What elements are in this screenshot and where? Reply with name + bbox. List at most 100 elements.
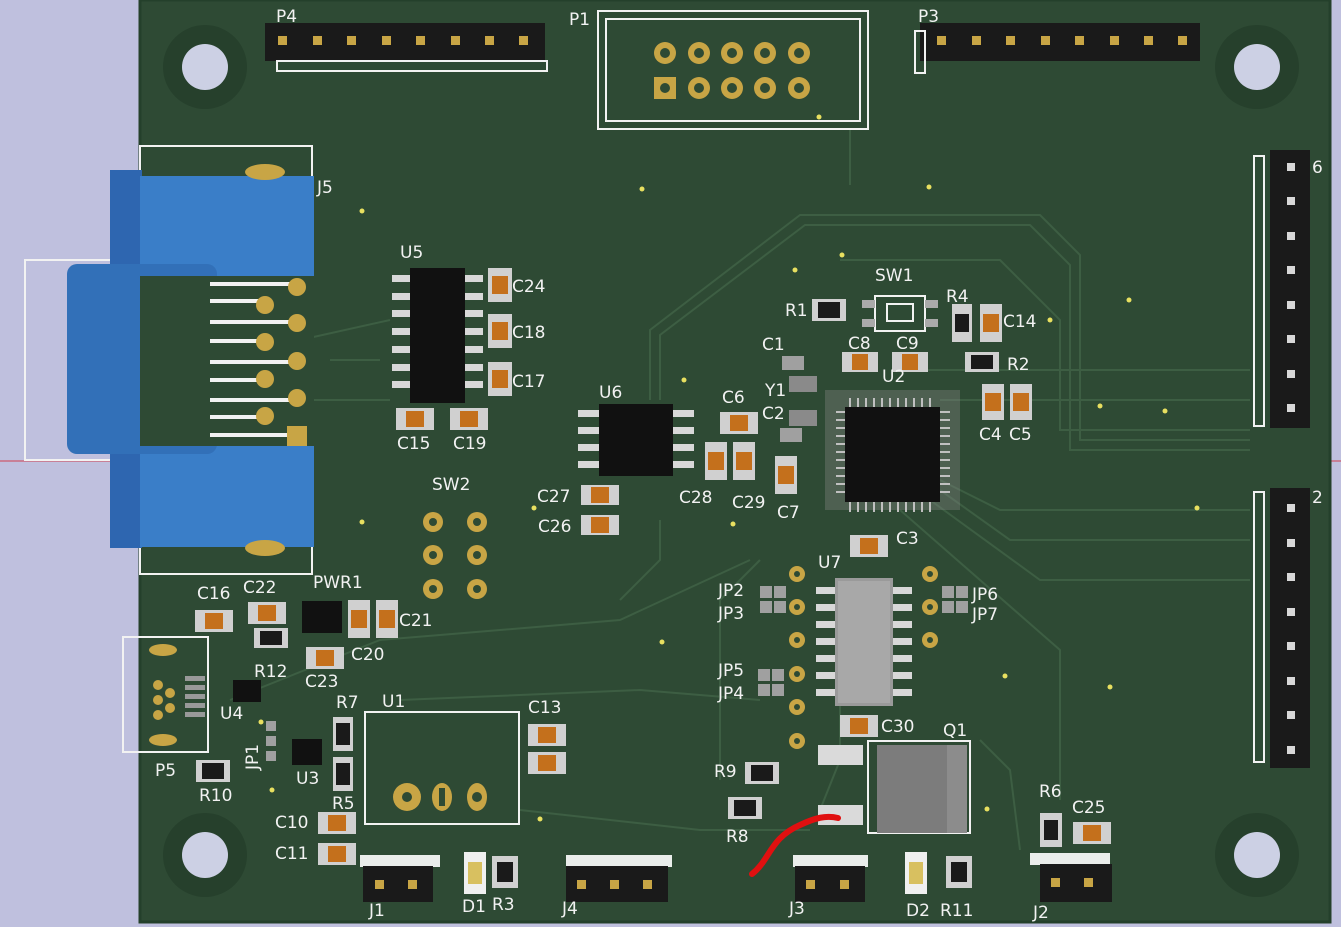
header-j2[interactable] bbox=[1030, 853, 1112, 902]
label-c20: C20 bbox=[351, 645, 385, 665]
label-c15: C15 bbox=[397, 434, 431, 454]
capacitors[interactable] bbox=[195, 268, 1111, 865]
label-jp4: JP4 bbox=[717, 684, 744, 704]
label-r6: R6 bbox=[1039, 782, 1062, 802]
label-c16: C16 bbox=[197, 584, 231, 604]
label-u4: U4 bbox=[220, 704, 243, 724]
label-y1: Y1 bbox=[764, 381, 786, 401]
label-r9: R9 bbox=[714, 762, 737, 782]
label-c28: C28 bbox=[679, 488, 713, 508]
connector-p1[interactable] bbox=[597, 10, 869, 130]
label-c4: C4 bbox=[979, 425, 1002, 445]
vias bbox=[258, 114, 1200, 822]
header-j3[interactable] bbox=[793, 855, 868, 902]
ic-u3[interactable] bbox=[292, 739, 322, 765]
label-u3: U3 bbox=[296, 769, 319, 789]
header-j4[interactable] bbox=[566, 855, 672, 902]
label-sw2: SW2 bbox=[432, 475, 470, 495]
label-c6: C6 bbox=[722, 388, 745, 408]
label-c21: C21 bbox=[399, 611, 433, 631]
label-c26: C26 bbox=[538, 517, 572, 537]
header-p6[interactable] bbox=[1253, 150, 1310, 428]
label-q1: Q1 bbox=[943, 721, 967, 741]
label-u1: U1 bbox=[382, 692, 405, 712]
led-d2[interactable] bbox=[905, 852, 927, 894]
label-c29: C29 bbox=[732, 493, 766, 513]
silkscreen-labels: P4 P1 P3 J5 U5 C24 C18 C17 C15 C19 U6 C6… bbox=[155, 7, 1323, 923]
label-r10: R10 bbox=[199, 786, 232, 806]
label-r5: R5 bbox=[332, 794, 355, 814]
header-p2[interactable] bbox=[1253, 488, 1310, 768]
label-r8: R8 bbox=[726, 827, 749, 847]
regulator-u1[interactable] bbox=[364, 711, 520, 825]
label-r4: R4 bbox=[946, 287, 969, 307]
switch-sw1[interactable] bbox=[862, 295, 938, 332]
header-p4[interactable] bbox=[265, 23, 548, 72]
label-c2: C2 bbox=[762, 404, 785, 424]
label-c25: C25 bbox=[1072, 798, 1106, 818]
mounting-holes bbox=[163, 25, 1299, 897]
label-j4: J4 bbox=[561, 899, 578, 919]
label-c9: C9 bbox=[896, 334, 919, 354]
label-p6: 6 bbox=[1312, 158, 1323, 178]
label-c10: C10 bbox=[275, 813, 309, 833]
ic-u2-mcu[interactable] bbox=[825, 390, 960, 512]
led-pwr1[interactable] bbox=[302, 601, 342, 633]
label-u7: U7 bbox=[818, 553, 841, 573]
label-jp5: JP5 bbox=[717, 661, 744, 681]
header-j1[interactable] bbox=[360, 855, 440, 902]
label-pwr1: PWR1 bbox=[313, 573, 363, 593]
label-c14: C14 bbox=[1003, 312, 1037, 332]
label-p4: P4 bbox=[276, 7, 297, 27]
label-c27: C27 bbox=[537, 487, 571, 507]
label-j1: J1 bbox=[368, 901, 385, 921]
label-p1: P1 bbox=[569, 10, 590, 30]
connector-j5-db9[interactable] bbox=[24, 145, 314, 575]
label-c30: C30 bbox=[881, 717, 915, 737]
label-u2: U2 bbox=[882, 367, 905, 387]
label-jp7: JP7 bbox=[971, 605, 998, 625]
jumper-pads[interactable] bbox=[266, 356, 968, 761]
label-j5: J5 bbox=[316, 178, 333, 198]
label-c19: C19 bbox=[453, 434, 487, 454]
transistor-q1[interactable] bbox=[818, 740, 971, 834]
label-c23: C23 bbox=[305, 672, 339, 692]
label-c18: C18 bbox=[512, 323, 546, 343]
label-jp6: JP6 bbox=[971, 585, 998, 605]
label-c17: C17 bbox=[512, 372, 546, 392]
ic-u7[interactable] bbox=[789, 566, 938, 749]
label-jp1: JP1 bbox=[243, 744, 263, 771]
crystal-y1[interactable] bbox=[789, 376, 817, 426]
label-jp3: JP3 bbox=[717, 604, 744, 624]
ic-u4[interactable] bbox=[233, 680, 261, 702]
label-d1: D1 bbox=[462, 897, 486, 917]
label-r7: R7 bbox=[336, 693, 359, 713]
label-c7: C7 bbox=[777, 503, 800, 523]
label-c11: C11 bbox=[275, 844, 309, 864]
label-r3: R3 bbox=[492, 895, 515, 915]
label-p2: 2 bbox=[1312, 488, 1323, 508]
connector-p5-usb[interactable] bbox=[122, 636, 209, 753]
label-c22: C22 bbox=[243, 578, 277, 598]
label-c13: C13 bbox=[528, 698, 562, 718]
label-r1: R1 bbox=[785, 301, 808, 321]
label-r2: R2 bbox=[1007, 355, 1030, 375]
label-j2: J2 bbox=[1032, 903, 1049, 923]
label-j3: J3 bbox=[788, 899, 805, 919]
label-jp2: JP2 bbox=[717, 581, 744, 601]
copper-traces bbox=[229, 130, 1250, 851]
label-sw1: SW1 bbox=[875, 266, 913, 286]
label-c1: C1 bbox=[762, 335, 785, 355]
highlighted-trace bbox=[749, 813, 841, 877]
ic-u6[interactable] bbox=[578, 404, 694, 476]
label-d2: D2 bbox=[906, 901, 930, 921]
header-p3[interactable] bbox=[914, 23, 1200, 74]
label-u6: U6 bbox=[599, 383, 622, 403]
ic-u5[interactable] bbox=[392, 268, 483, 403]
label-c3: C3 bbox=[896, 529, 919, 549]
resistors[interactable] bbox=[196, 299, 1062, 888]
led-d1[interactable] bbox=[464, 852, 486, 894]
label-p3: P3 bbox=[918, 7, 939, 27]
label-c8: C8 bbox=[848, 334, 871, 354]
